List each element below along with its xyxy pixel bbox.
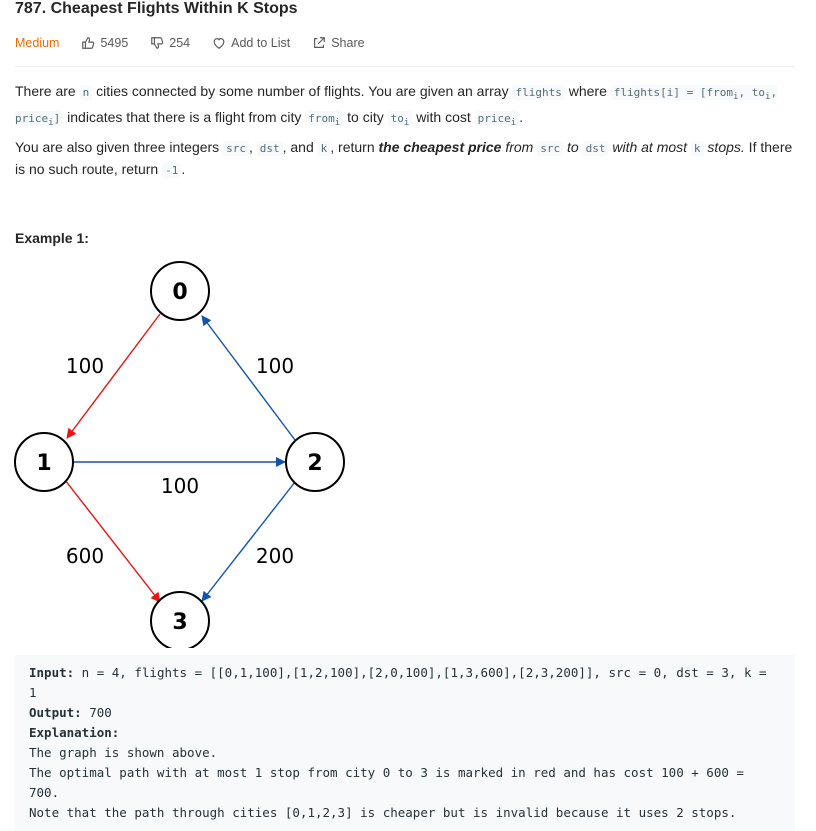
edge-2-3: [201, 481, 296, 602]
dislike-count: 254: [169, 36, 191, 50]
graph-node-1: 1: [14, 432, 74, 492]
description-paragraph-2: You are also given three integers src, d…: [15, 139, 793, 178]
share-label: Share: [331, 36, 365, 50]
svg-text:3: 3: [172, 610, 187, 635]
header-divider: [15, 66, 795, 67]
edge-label-0-1: 100: [66, 354, 104, 378]
problem-meta-bar: Medium 5495 254 Add to List Share: [15, 35, 387, 51]
example-code-block: Input: n = 4, flights = [[0,1,100],[1,2,…: [15, 655, 795, 831]
edge-label-2-3: 200: [256, 544, 294, 568]
difficulty-badge: Medium: [15, 36, 60, 50]
heart-icon: [213, 38, 225, 49]
edge-1-3: [64, 479, 161, 603]
graph-node-3: 3: [150, 591, 210, 648]
example-title: Example 1:: [15, 230, 89, 246]
edge-label-1-3: 600: [66, 544, 104, 568]
share-button[interactable]: Share: [312, 36, 365, 50]
share-icon: [314, 37, 326, 48]
edge-label-2-0: 100: [256, 354, 294, 378]
like-button[interactable]: 5495: [81, 36, 128, 50]
edge-label-1-2: 100: [161, 474, 199, 498]
like-count: 5495: [100, 36, 129, 50]
dislike-button[interactable]: 254: [150, 36, 190, 50]
add-to-list-button[interactable]: Add to List: [212, 36, 290, 50]
svg-text:1: 1: [36, 451, 51, 476]
graph-node-2: 2: [285, 432, 345, 492]
edge-0-1: [66, 313, 161, 439]
svg-text:2: 2: [307, 451, 322, 476]
example-graph: 100 100 100 600 200 0 1 2 3: [14, 261, 345, 648]
svg-text:0: 0: [172, 280, 187, 305]
add-to-list-label: Add to List: [231, 36, 291, 50]
problem-title: 787. Cheapest Flights Within K Stops: [15, 0, 298, 17]
thumbs-down-icon: [151, 37, 164, 49]
description-paragraph-1: There are n cities connected by some num…: [15, 83, 778, 129]
thumbs-up-icon: [82, 37, 95, 49]
edge-2-0: [201, 315, 296, 441]
graph-node-0: 0: [150, 261, 210, 321]
